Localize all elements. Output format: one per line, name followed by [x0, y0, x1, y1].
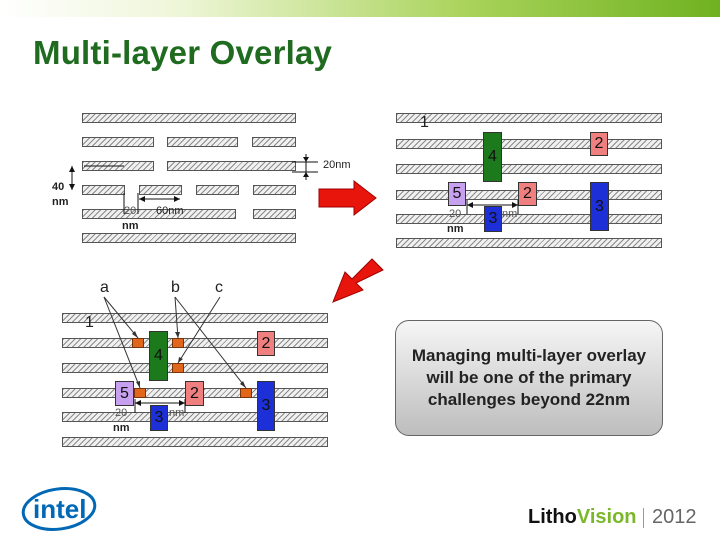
footer-separator	[643, 508, 644, 528]
metal-line	[396, 238, 662, 248]
dimension-unit-partial: nm	[169, 407, 185, 419]
metal-line	[82, 137, 154, 147]
slide-title: Multi-layer Overlay	[33, 34, 333, 71]
intel-logo-text: intel	[33, 494, 86, 524]
dimension-number: 20	[115, 407, 128, 419]
metal-line	[196, 185, 239, 195]
metal-line	[396, 113, 662, 123]
top-gradient-bar	[0, 0, 720, 17]
layer-label: 1	[420, 114, 429, 131]
height-label-unit: nm	[52, 196, 69, 208]
metal-line	[253, 185, 296, 195]
metal-line	[396, 139, 662, 149]
via-3: 3	[590, 182, 609, 231]
via-2: 2	[518, 182, 537, 206]
metal-line	[82, 185, 125, 195]
metal-line	[167, 161, 296, 171]
via-5: 5	[448, 182, 466, 206]
intel-logo: intel	[21, 487, 97, 531]
callout-text: Managing multi-layer overlay will be one…	[411, 346, 647, 409]
dimension-unit: nm	[113, 422, 130, 434]
metal-line	[139, 185, 182, 195]
brand-litho: Litho	[528, 506, 577, 528]
metal-line	[396, 164, 662, 174]
right-arrow	[318, 179, 377, 217]
space-label-unit: nm	[122, 220, 139, 232]
metal-line	[62, 437, 328, 447]
callout-box: Managing multi-layer overlay will be one…	[395, 320, 663, 436]
overlay-error-pad	[240, 388, 252, 398]
label-a: a	[100, 279, 109, 296]
via-2: 2	[257, 331, 275, 356]
metal-line	[82, 233, 296, 243]
via-2: 2	[590, 132, 608, 156]
metal-line	[253, 209, 296, 219]
pitch-label: 20nm	[323, 159, 351, 171]
via-2: 2	[185, 381, 204, 406]
via-3: 3	[484, 206, 502, 232]
overlay-error-pad	[172, 338, 184, 348]
dimension-unit-partial: nm	[502, 208, 518, 220]
height-label-number: 40	[52, 181, 65, 193]
via-3: 3	[150, 405, 168, 431]
via-5: 5	[115, 381, 134, 406]
overlay-error-pad	[134, 388, 146, 398]
overlay-error-pad	[172, 363, 184, 373]
overlay-error-pad	[132, 338, 144, 348]
metal-line	[252, 137, 296, 147]
dimension-unit: nm	[447, 223, 464, 235]
metal-line	[167, 137, 238, 147]
lithovision-brand: LithoVision	[528, 506, 637, 529]
metal-line	[62, 412, 328, 422]
space-label-number: 20	[124, 205, 137, 217]
label-b: b	[171, 279, 180, 296]
metal-line	[82, 209, 236, 219]
layer-label: 1	[85, 314, 94, 331]
via-4: 4	[149, 331, 168, 381]
metal-line	[62, 363, 328, 373]
down-left-arrow	[332, 258, 384, 303]
dimension-number: 20	[449, 208, 462, 220]
footer-year: 2012	[652, 506, 697, 528]
metal-line	[82, 113, 296, 123]
via-3: 3	[257, 381, 275, 431]
metal-line	[396, 214, 662, 224]
via-4: 4	[483, 132, 502, 182]
label-c: c	[215, 279, 223, 296]
width-label: 60nm	[156, 205, 184, 217]
brand-vision: Vision	[576, 506, 637, 528]
metal-line	[62, 338, 328, 348]
